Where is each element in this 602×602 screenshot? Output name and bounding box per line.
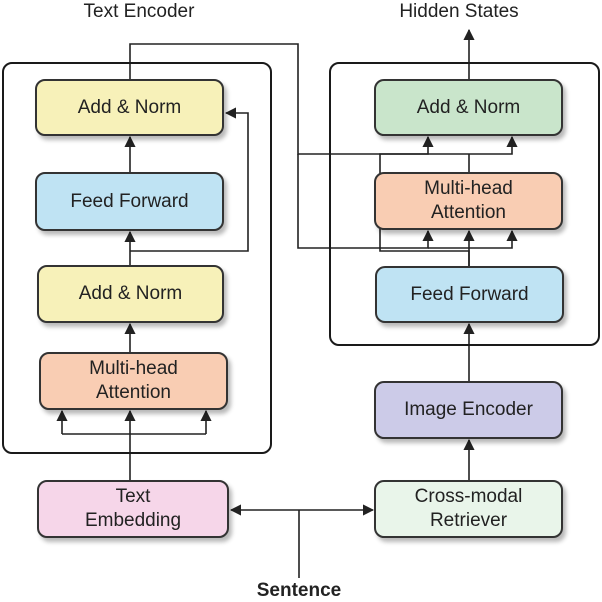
text-add-norm-top: Add & Norm [35,79,224,136]
image-multi-head-attention-label: Multi-head Attention [424,178,513,223]
image-feed-forward: Feed Forward [375,266,564,323]
text-add-norm-bottom: Add & Norm [37,265,224,323]
cross-modal-retriever: Cross-modal Retriever [374,480,563,538]
image-multi-head-attention: Multi-head Attention [374,172,563,230]
image-fusion-panel [329,62,600,346]
image-add-norm: Add & Norm [374,79,563,136]
image-feed-forward-label: Feed Forward [410,283,529,305]
text-multi-head-attention: Multi-head Attention [39,352,228,410]
text-embedding: Text Embedding [37,480,229,538]
hidden-states-label: Hidden States [399,1,519,22]
text-encoder-label: Text Encoder [83,1,195,22]
sentence-label: Sentence [256,580,342,601]
text-add-norm-top-label: Add & Norm [77,96,182,118]
text-encoder-panel [2,62,272,454]
image-encoder: Image Encoder [374,381,563,439]
image-encoder-label: Image Encoder [404,399,533,420]
text-feed-forward: Feed Forward [35,172,224,231]
image-add-norm-label: Add & Norm [416,96,521,118]
text-embedding-label: Text Embedding [84,486,182,531]
text-multi-head-attention-label: Multi-head Attention [89,358,178,403]
text-add-norm-bottom-label: Add & Norm [78,283,183,304]
cross-modal-retriever-label: Cross-modal Retriever [414,486,523,531]
text-feed-forward-label: Feed Forward [70,190,189,212]
